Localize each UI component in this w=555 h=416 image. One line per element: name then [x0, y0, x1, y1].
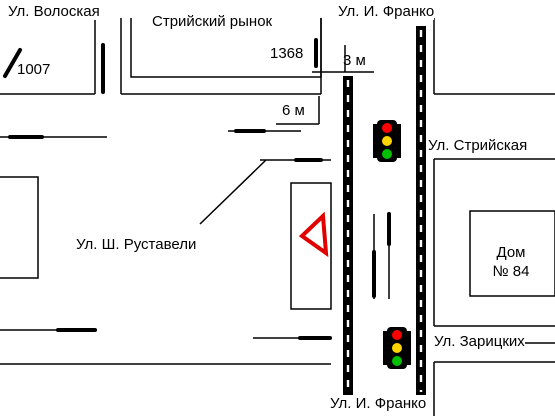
marker-1007-stroke: [3, 48, 22, 78]
traffic-light-bottom-yellow: [392, 343, 402, 353]
label-1007: 1007: [17, 61, 51, 78]
traffic-light-icon: [373, 120, 401, 162]
label-market: Стрийский рынок: [152, 13, 273, 30]
label-striyskaya: Ул. Стрийская: [428, 137, 528, 154]
label-franko-top: Ул. И. Франко: [338, 3, 435, 20]
label-franko-bottom: Ул. И. Франко: [330, 395, 427, 412]
label-voloskaya: Ул. Волоская: [8, 3, 100, 20]
rustaveli-leader: [199, 159, 267, 225]
traffic-light-top-red: [382, 123, 392, 133]
left-building: [0, 176, 39, 279]
label-1368: 1368: [270, 45, 304, 62]
house-84-outline: [469, 210, 555, 297]
label-zaritskih: Ул. Зарицких: [434, 333, 525, 350]
label-6m: 6 м: [282, 102, 305, 119]
tram-tracks: [343, 26, 426, 395]
traffic-light-icon: [383, 327, 411, 369]
label-3m: 3 м: [343, 52, 366, 69]
road-edges: [0, 18, 555, 416]
yield-triangle: [298, 211, 329, 258]
traffic-light-top-yellow: [382, 136, 392, 146]
yield-sign-icon: [298, 211, 329, 258]
median-island: [290, 182, 332, 310]
traffic-light-bottom-green: [392, 356, 402, 366]
house-84-line2: № 84: [492, 263, 530, 280]
house-84-label: Дом № 84: [480, 243, 542, 281]
label-rustaveli: Ул. Ш. Руставели: [76, 236, 197, 253]
house-84-line1: Дом: [496, 244, 526, 261]
traffic-light-bottom-red: [392, 330, 402, 340]
traffic-light-top-green: [382, 149, 392, 159]
